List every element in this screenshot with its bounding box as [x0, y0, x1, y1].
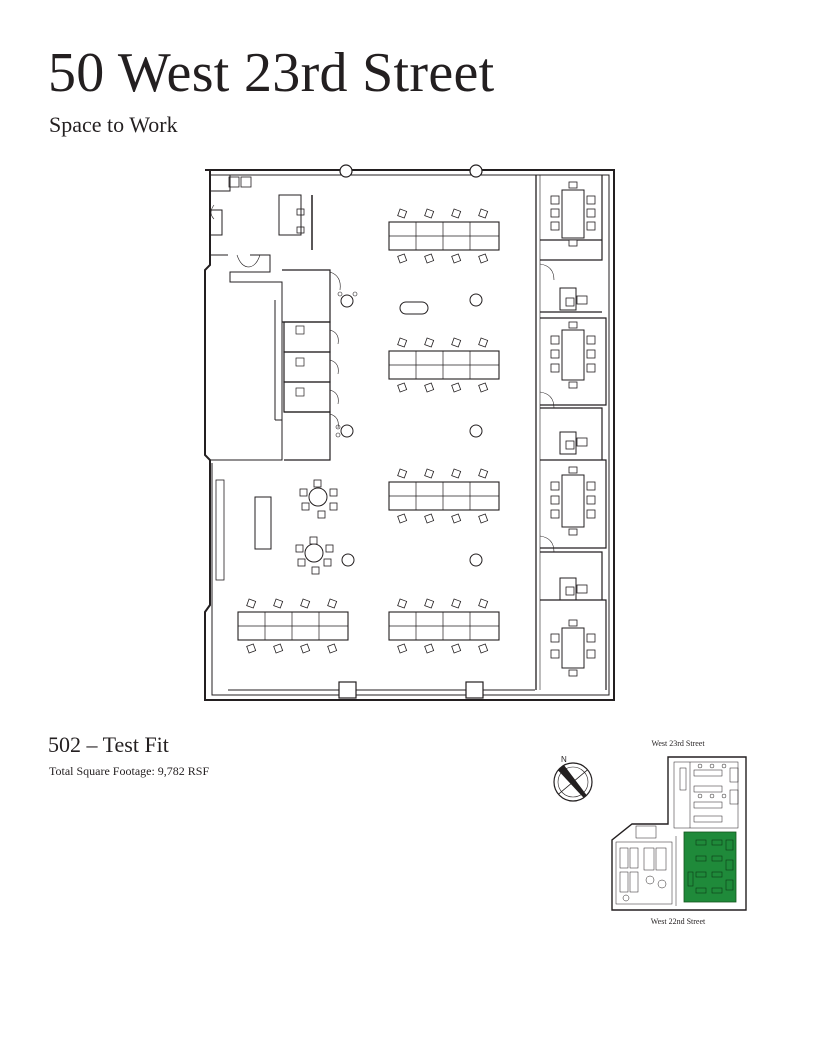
column	[338, 681, 357, 699]
street-label-bottom: West 22nd Street	[650, 917, 706, 926]
column	[339, 164, 353, 178]
page-title: 50 West 23rd Street	[48, 42, 495, 104]
column	[469, 164, 483, 178]
conference-chairs	[550, 181, 596, 677]
north-arrow-icon: N	[553, 755, 593, 802]
suite-title: 502 – Test Fit	[48, 732, 169, 757]
exterior-wall	[204, 169, 615, 701]
column	[465, 681, 484, 699]
key-plan	[611, 756, 747, 911]
round-table-chairs	[295, 479, 338, 575]
workstation-clusters	[237, 221, 500, 641]
north-label: N	[561, 755, 567, 764]
page-subtitle: Space to Work	[49, 112, 178, 137]
square-footage: Total Square Footage: 9,782 RSF	[49, 764, 210, 778]
workstation-chairs	[246, 208, 489, 654]
suite-highlight	[683, 831, 737, 903]
street-label-top: West 23rd Street	[651, 739, 705, 748]
floor-plan	[204, 164, 615, 701]
